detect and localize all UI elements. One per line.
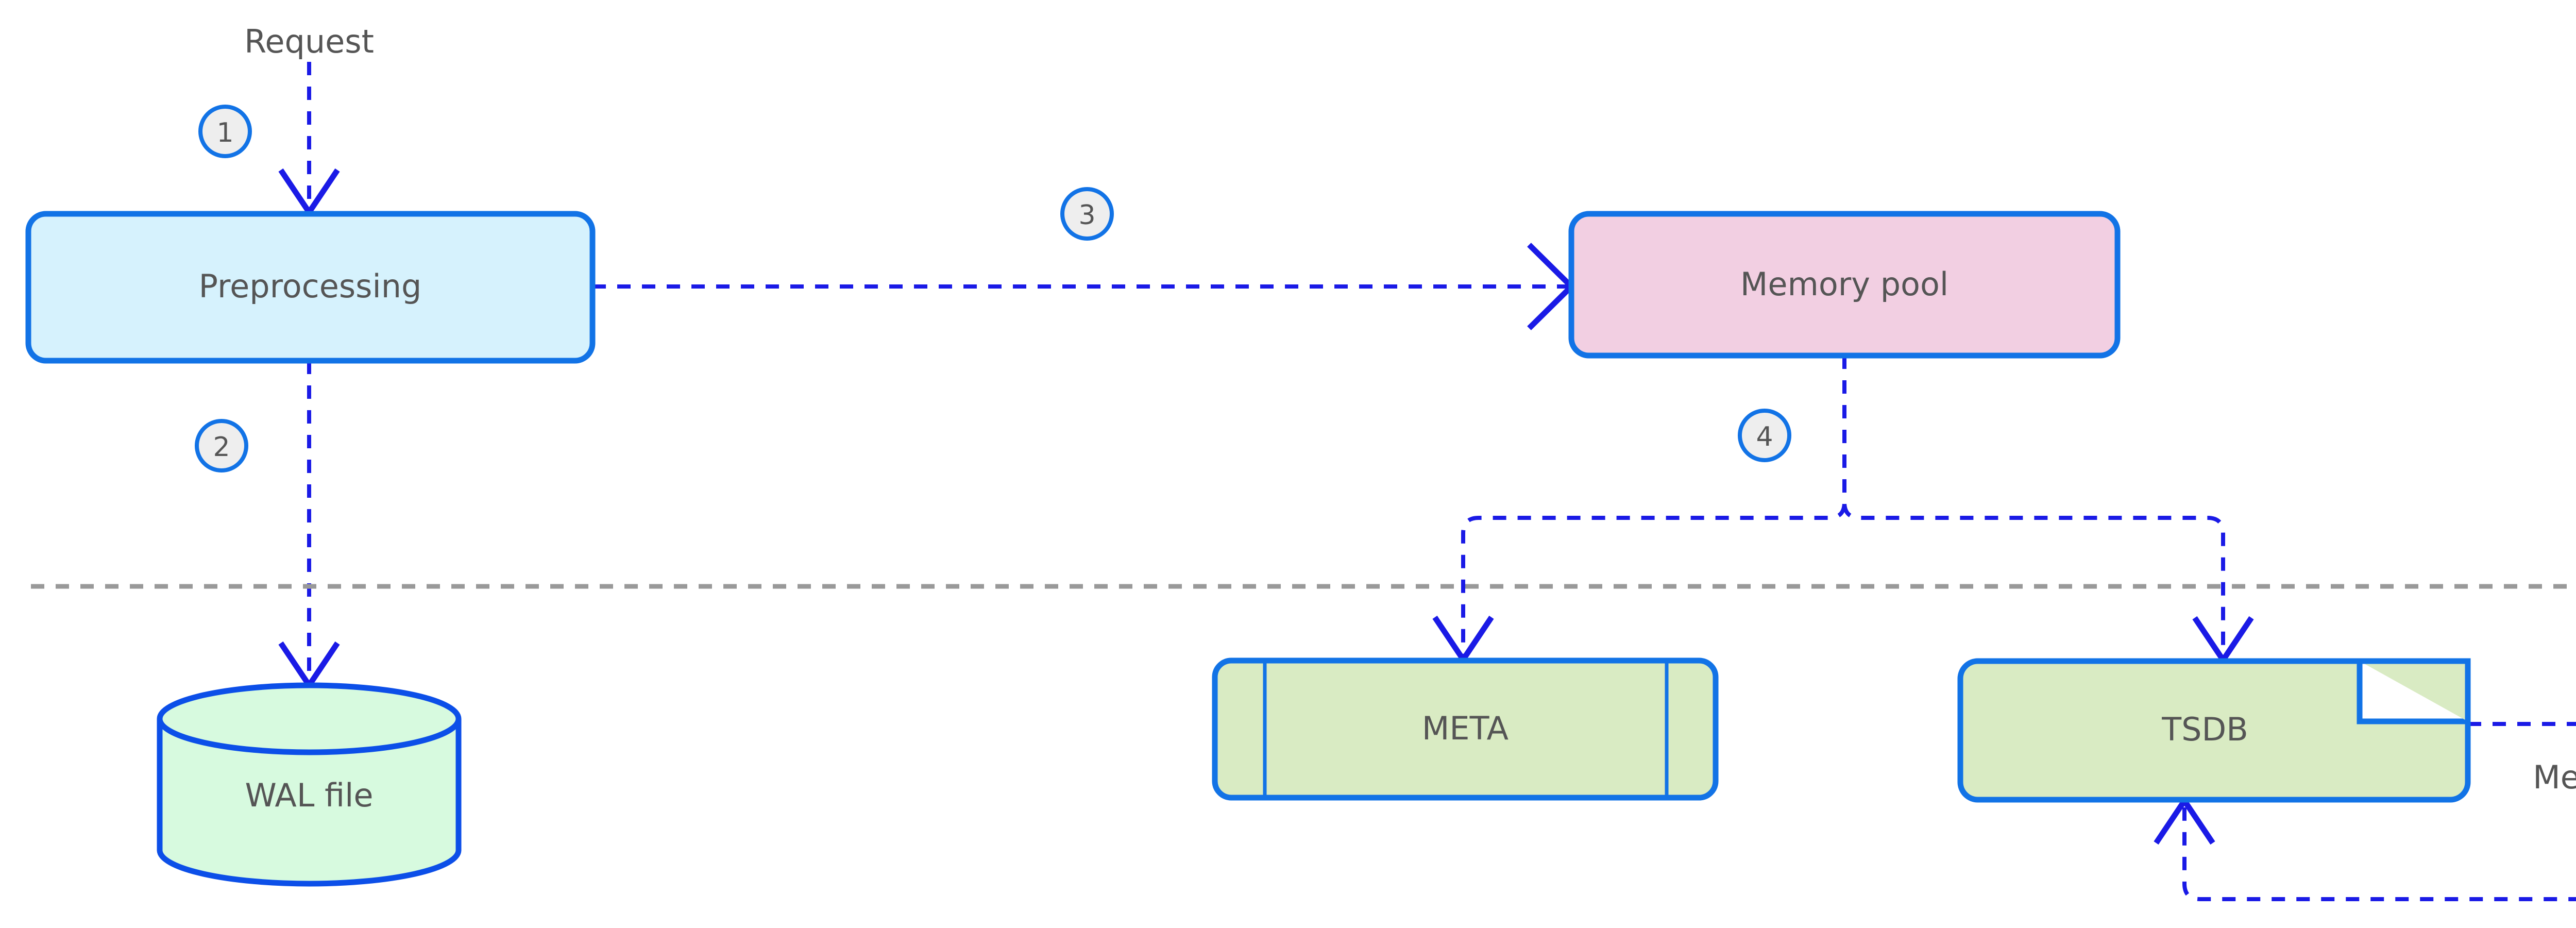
step-badge-3: 3 — [1060, 187, 1114, 241]
meta-label: META — [1422, 710, 1509, 747]
request-label: Request — [244, 23, 374, 60]
badge-circle — [195, 419, 248, 473]
edge-preprocessing-to-memory-pool — [592, 243, 1575, 330]
tsdb-corner-fold-icon — [2360, 658, 2471, 721]
memory-pool-box[interactable] — [1568, 211, 2121, 359]
badge-circle — [1060, 187, 1114, 241]
node-preprocessing[interactable]: Preprocessing — [25, 211, 596, 364]
node-memory-pool[interactable]: Memory pool — [1568, 211, 2121, 359]
merge-label: Merge — [2533, 758, 2576, 796]
badge-text: 1 — [216, 117, 233, 148]
edge-memory-pool-to-meta — [1432, 356, 1846, 665]
node-wal-file[interactable]: WAL file — [157, 682, 462, 887]
meta-box[interactable] — [1212, 657, 1719, 801]
edge-line — [1461, 356, 1846, 659]
edge-memory-pool-to-tsdb — [1842, 356, 2254, 665]
node-meta[interactable]: META — [1212, 657, 1719, 801]
badge-text: 2 — [213, 432, 230, 463]
step-badge-4: 4 — [1738, 409, 1791, 462]
step-badge-1: 1 — [198, 105, 252, 158]
wal-file-label: WAL file — [245, 777, 374, 814]
edge-preprocessing-to-wal-file — [278, 361, 340, 690]
preprocessing-box[interactable] — [25, 211, 596, 364]
step-badge-2: 2 — [195, 419, 248, 473]
badge-circle — [198, 105, 252, 158]
edge-request-to-preprocessing — [278, 62, 340, 217]
wal-cylinder-body[interactable] — [157, 682, 462, 887]
preprocessing-label: Preprocessing — [199, 267, 422, 305]
badge-circle — [1738, 409, 1791, 462]
tsdb-label: TSDB — [2161, 711, 2248, 748]
wal-cylinder-top-arc — [157, 718, 462, 755]
tsdb-box[interactable] — [1957, 658, 2471, 803]
node-tsdb[interactable]: TSDB — [1957, 658, 2471, 803]
badge-text: 3 — [1078, 200, 1095, 231]
memory-pool-label: Memory pool — [1740, 265, 1948, 303]
badge-text: 4 — [1756, 421, 1773, 452]
edge-line — [1842, 356, 2225, 659]
